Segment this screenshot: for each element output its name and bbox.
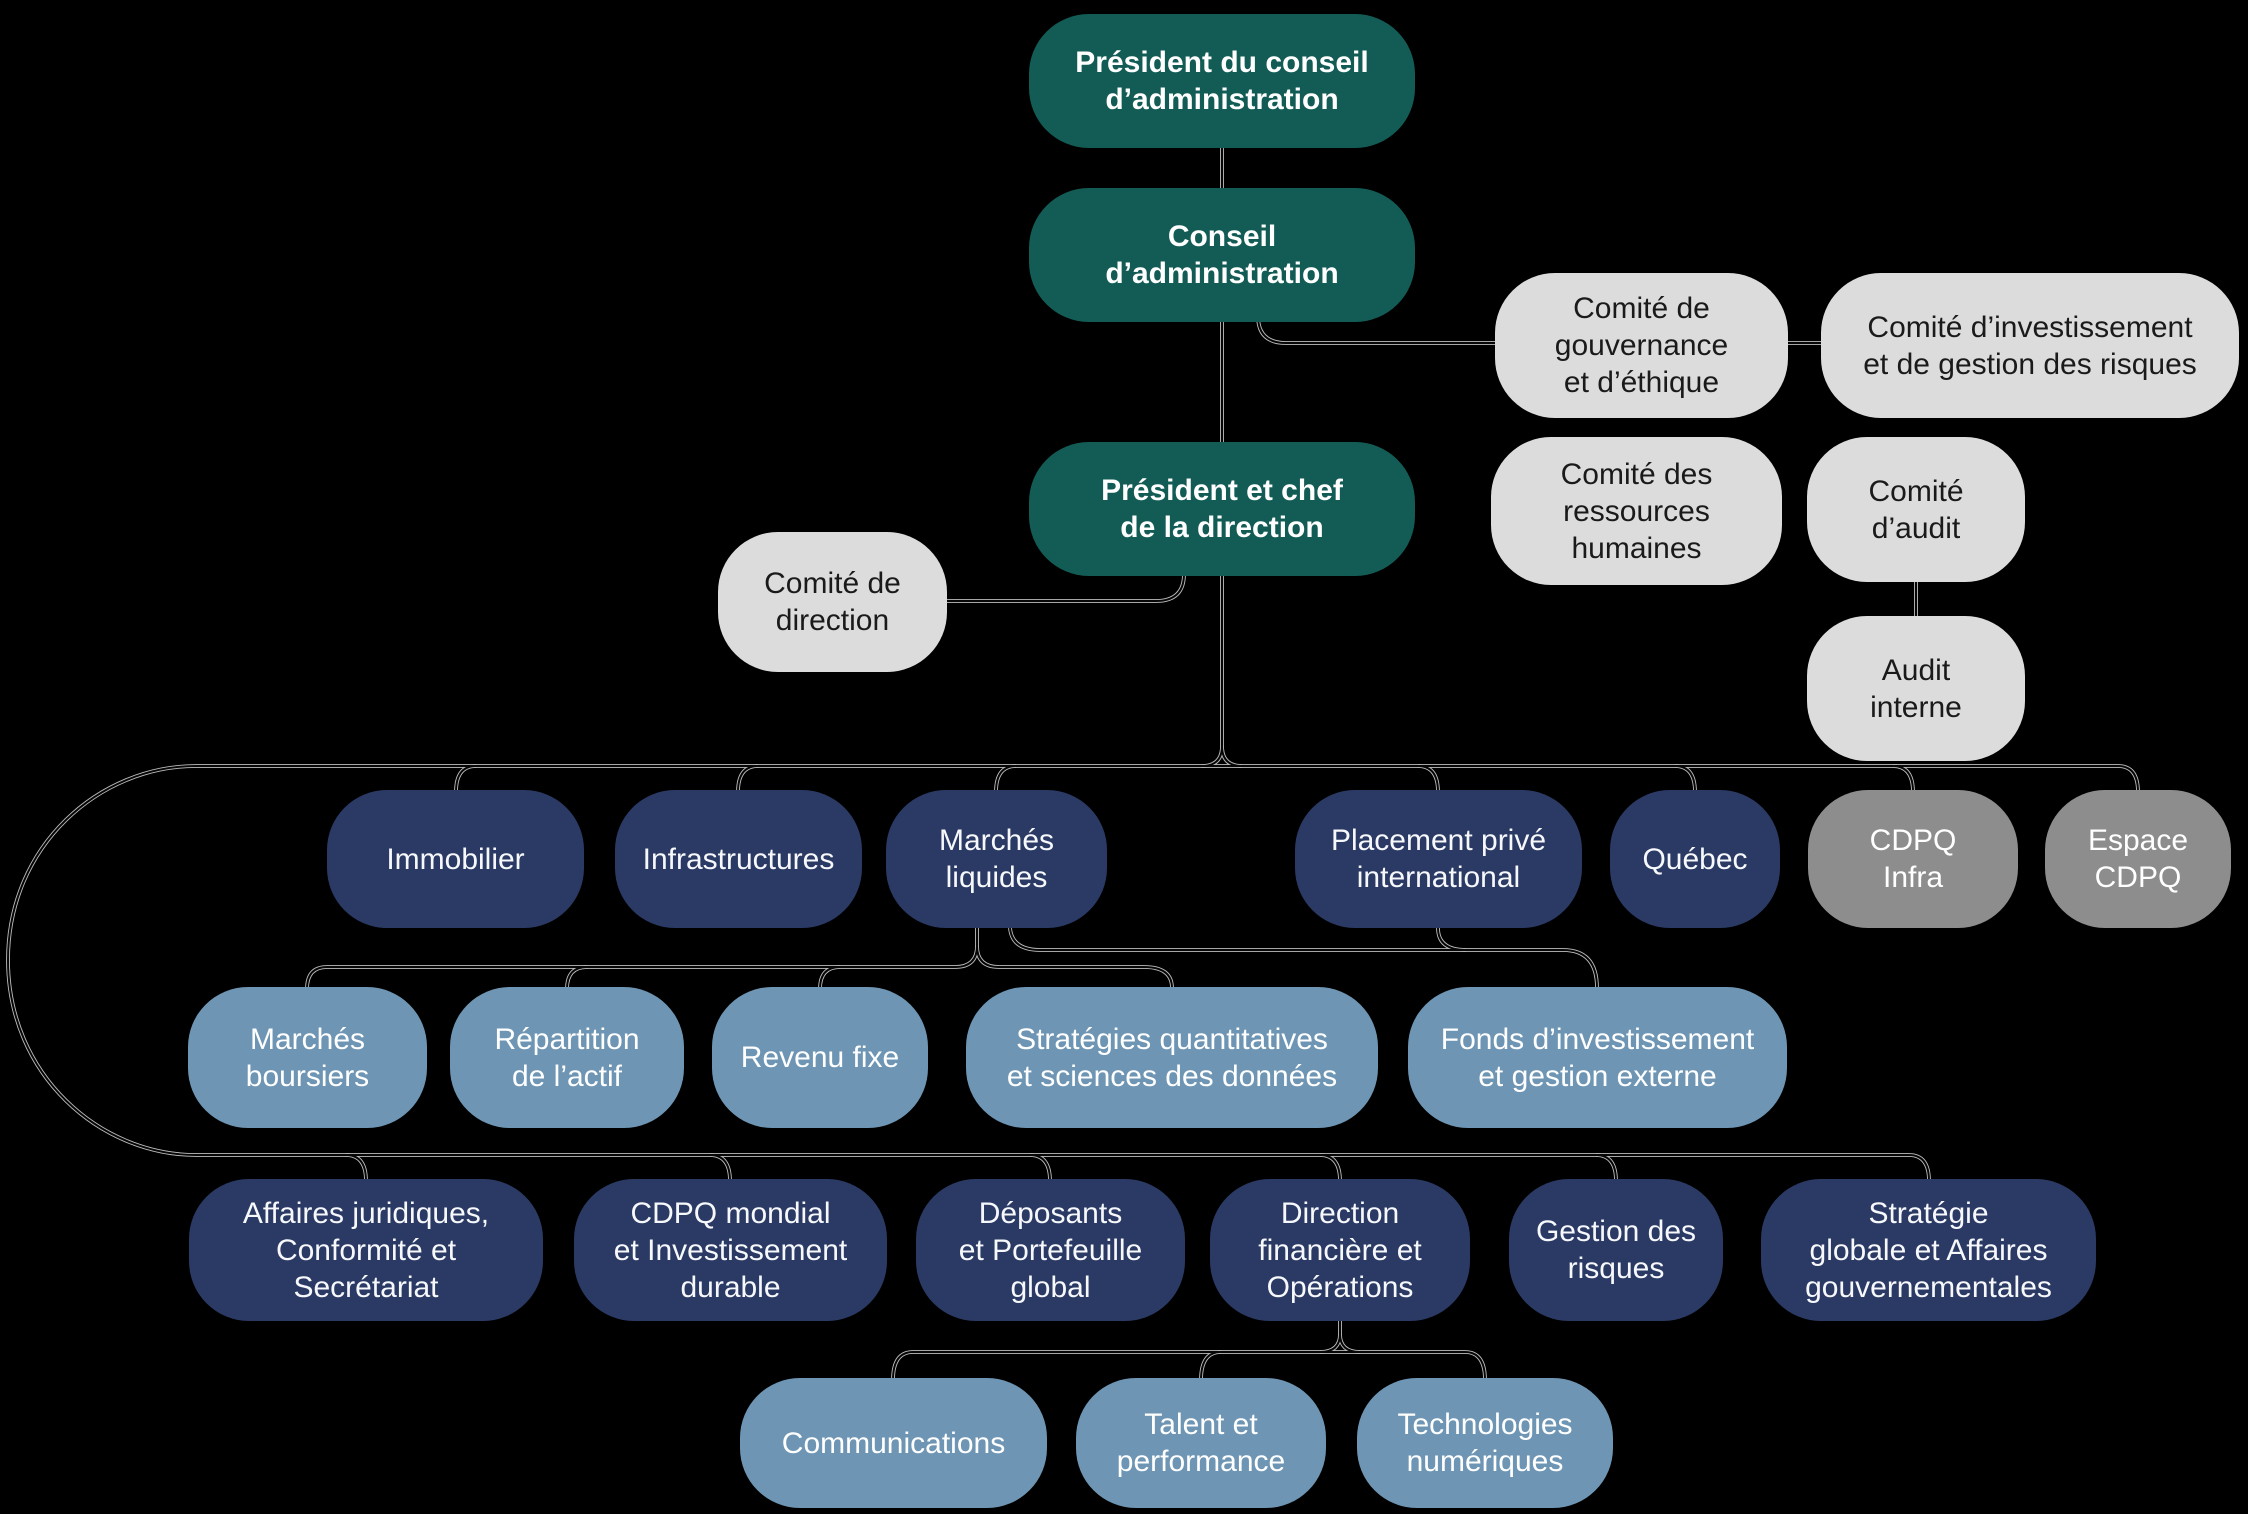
org-node-label: Comité de direction: [764, 567, 901, 637]
connector-line: [2117, 765, 2139, 793]
org-node-comite-gouvernance: Comité de gouvernance et d’éthique: [1495, 273, 1788, 418]
org-node-president-conseil: Président du conseil d’administration: [1029, 14, 1415, 148]
org-node-espace-cdpq: Espace CDPQ: [2045, 790, 2231, 928]
org-node-label: Stratégies quantitatives et sciences des…: [1006, 1022, 1338, 1093]
org-node-label: Immobilier: [386, 842, 525, 876]
connector-line: [976, 928, 1173, 989]
connector-line: [455, 765, 477, 793]
org-node-revenu-fixe: Revenu fixe: [712, 987, 928, 1128]
org-node-quebec: Québec: [1610, 790, 1780, 928]
org-node-immobilier: Immobilier: [327, 790, 584, 928]
connector-line: [709, 1154, 731, 1182]
connector-line: [1417, 765, 1439, 793]
connector-line: [566, 966, 588, 990]
org-node-label: Président et chef de la direction: [1101, 474, 1343, 544]
org-node-placement-prive: Placement privé international: [1295, 790, 1582, 928]
connector-line: [1595, 1154, 1617, 1182]
connector-line: [947, 573, 1185, 602]
org-node-label: Marchés liquides: [938, 824, 1055, 894]
org-node-label: CDPQ Infra: [1869, 824, 1957, 894]
org-node-comite-audit: Comité d’audit: [1807, 437, 2025, 582]
org-node-fonds-investissement: Fonds d’investissement et gestion extern…: [1408, 987, 1787, 1128]
connector-line: [1892, 765, 1914, 793]
connector-line: [1009, 927, 1598, 989]
connector-line: [1437, 927, 1467, 951]
connector-line: [1674, 765, 1696, 793]
org-node-label: Direction financière et Opérations: [1258, 1196, 1422, 1304]
connector-line: [345, 1154, 367, 1182]
org-node-label: Comité d’investissement et de gestion de…: [1863, 310, 2197, 381]
org-node-repartition-actif: Répartition de l’actif: [450, 987, 684, 1128]
org-node-conseil: Conseil d’administration: [1029, 188, 1415, 322]
org-node-cdpq-infra: CDPQ Infra: [1808, 790, 2018, 928]
org-node-label: Placement privé international: [1330, 824, 1547, 894]
org-node-label: Président du conseil d’administration: [1075, 46, 1369, 116]
org-node-label: Affaires juridiques, Conformité et Secré…: [242, 1196, 490, 1304]
org-node-marches-boursiers: Marchés boursiers: [188, 987, 427, 1128]
org-node-label: Marchés boursiers: [245, 1022, 370, 1093]
org-node-comite-investissement: Comité d’investissement et de gestion de…: [1821, 273, 2239, 418]
connector-line: [892, 1351, 914, 1381]
connector-line: [819, 966, 841, 990]
connector-line: [1200, 1351, 1222, 1381]
connector-core-layer: [6, 148, 2139, 1381]
org-node-label: CDPQ mondial et Investissement durable: [613, 1196, 848, 1304]
org-node-label: Revenu fixe: [740, 1041, 900, 1074]
org-node-direction-financiere: Direction financière et Opérations: [1210, 1179, 1470, 1321]
org-node-label: Communications: [781, 1426, 1006, 1460]
connector-line: [737, 765, 759, 793]
org-node-label: Conseil d’administration: [1105, 220, 1339, 290]
org-node-comite-direction: Comité de direction: [718, 532, 947, 672]
org-node-deposants: Déposants et Portefeuille global: [916, 1179, 1185, 1321]
org-node-comite-rh: Comité des ressources humaines: [1491, 437, 1782, 585]
org-node-marches-liquides: Marchés liquides: [886, 790, 1107, 928]
org-node-label: Talent et performance: [1116, 1408, 1286, 1478]
connector-line: [306, 945, 978, 990]
org-node-talent-performance: Talent et performance: [1076, 1378, 1326, 1508]
org-node-label: Infrastructures: [642, 842, 835, 876]
org-node-communications: Communications: [740, 1378, 1047, 1508]
org-node-gestion-risques: Gestion des risques: [1509, 1179, 1723, 1321]
org-node-label: Déposants et Portefeuille global: [958, 1196, 1143, 1304]
org-node-president-chef: Président et chef de la direction: [1029, 442, 1415, 576]
org-node-label: Audit interne: [1870, 653, 1962, 724]
org-node-label: Stratégie globale et Affaires gouverneme…: [1805, 1196, 2052, 1304]
org-node-label: Espace CDPQ: [2087, 824, 2189, 894]
org-node-strategie-globale: Stratégie globale et Affaires gouverneme…: [1761, 1179, 2096, 1321]
org-node-cdpq-mondial: CDPQ mondial et Investissement durable: [574, 1179, 887, 1321]
connector-line: [995, 765, 1017, 793]
org-node-infrastructures: Infrastructures: [615, 790, 862, 928]
connector-line: [1319, 1154, 1341, 1182]
connector-line: [6, 765, 2118, 1156]
org-node-label: Technologies numériques: [1397, 1408, 1573, 1478]
org-node-audit-interne: Audit interne: [1807, 616, 2025, 761]
org-node-technologies-numeriques: Technologies numériques: [1357, 1378, 1613, 1508]
connector-line: [1464, 1351, 1486, 1381]
org-node-label: Répartition de l’actif: [494, 1022, 640, 1093]
connector-line: [1908, 1154, 1930, 1182]
org-node-affaires-juridiques: Affaires juridiques, Conformité et Secré…: [189, 1179, 543, 1321]
org-node-label: Comité de gouvernance et d’éthique: [1554, 292, 1729, 399]
connector-line: [1029, 1154, 1051, 1182]
org-node-label: Gestion des risques: [1535, 1215, 1697, 1285]
org-node-label: Fonds d’investissement et gestion extern…: [1440, 1022, 1755, 1093]
org-node-label: Comité des ressources humaines: [1560, 457, 1713, 565]
org-node-label: Québec: [1642, 842, 1748, 876]
org-node-strategies-quantitatives: Stratégies quantitatives et sciences des…: [966, 987, 1378, 1128]
org-node-label: Comité d’audit: [1868, 474, 1964, 545]
